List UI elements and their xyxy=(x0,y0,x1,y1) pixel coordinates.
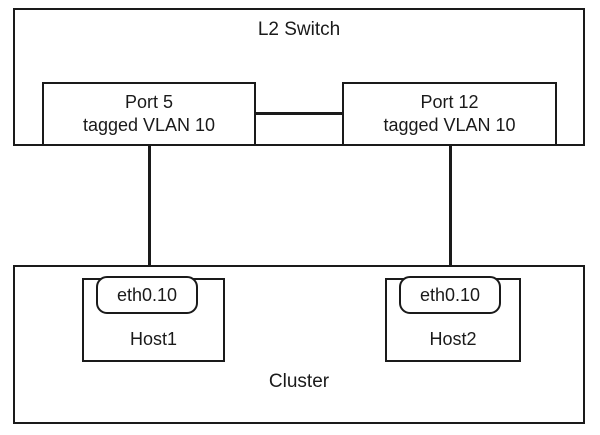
l2-switch-title: L2 Switch xyxy=(257,19,341,40)
host1-interface-badge: eth0.10 xyxy=(96,276,198,314)
port-12-vlan: tagged VLAN 10 xyxy=(383,115,516,135)
link-port-5-to-host1 xyxy=(148,146,151,267)
port-5-name: Port 5 xyxy=(124,92,174,112)
port-5-vlan: tagged VLAN 10 xyxy=(82,115,216,135)
port-to-port-link xyxy=(256,112,343,115)
host2-name: Host2 xyxy=(429,329,477,349)
host1-name: Host1 xyxy=(129,329,178,349)
link-port-12-to-host2 xyxy=(449,146,452,267)
host2-interface-badge: eth0.10 xyxy=(399,276,501,314)
port-12-name: Port 12 xyxy=(420,92,479,112)
cluster-title: Cluster xyxy=(268,371,330,392)
port-box-port-5: Port 5 tagged VLAN 10 xyxy=(42,82,256,146)
port-box-port-12: Port 12 tagged VLAN 10 xyxy=(342,82,557,146)
